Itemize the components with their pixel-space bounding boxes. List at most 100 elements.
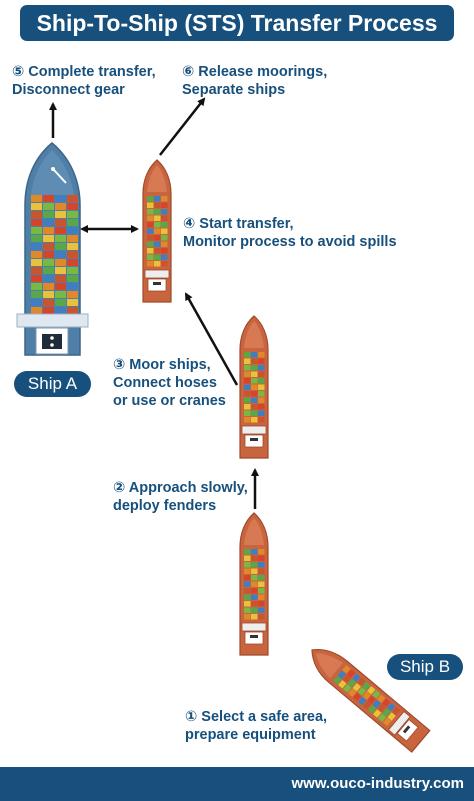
container [147,215,154,221]
container [244,555,251,561]
ship-b-step1 [311,649,431,753]
step-1-line2: prepare equipment [185,727,316,743]
arrow-step6 [159,97,206,156]
container [258,352,265,358]
container [55,291,66,298]
container [161,196,168,202]
container [244,594,251,600]
container [352,682,361,692]
step-4-line2: Monitor process to avoid spills [183,234,397,250]
container [31,211,42,218]
container [55,235,66,242]
container [244,601,251,607]
ship-b-bow [147,165,167,192]
container [147,222,154,228]
container [43,251,54,258]
container [161,228,168,234]
container [251,594,258,600]
container [161,235,168,241]
step-6-label: ⑥ Release moorings, Separate ships [182,63,327,99]
container [348,688,357,697]
ship-b-bow [244,321,264,348]
container [154,235,161,241]
container [161,248,168,254]
step-2-line1: ② Approach slowly, [113,480,248,496]
container [251,410,258,416]
container [154,209,161,215]
container [357,677,366,687]
ship-b-step2 [239,512,269,656]
container [31,267,42,274]
step-2-line2: deploy fenders [113,498,217,514]
ship-b-bridge [144,269,170,279]
step-2-label: ② Approach slowly, deploy fenders [113,479,248,515]
container [43,235,54,242]
container [147,196,154,202]
container [55,219,66,226]
container [258,384,265,390]
container [161,261,168,267]
container [43,243,54,250]
container [55,203,66,210]
container [258,581,265,587]
container [244,404,251,410]
step-5-label: ⑤ Complete transfer, Disconnect gear [12,63,156,99]
container [372,690,381,699]
container [342,665,351,674]
container [347,669,356,678]
container [251,358,258,364]
container [258,371,265,377]
ship-b-bridge [387,710,411,736]
container [154,202,161,208]
container [357,687,366,696]
container [258,588,265,594]
container [258,417,265,423]
container [258,562,265,568]
step-4-line1: ④ Start transfer, [183,216,294,232]
ship-a [16,142,89,356]
container [147,261,154,267]
ship-b-bridge [241,622,267,632]
container [55,307,66,314]
container [382,717,392,727]
container [147,254,154,260]
ship-b-step3 [239,315,269,459]
container [67,195,78,202]
container [31,307,42,314]
container [147,248,154,254]
container [244,588,251,594]
container [154,261,161,267]
container [244,614,251,620]
ship-b-window [402,725,411,734]
container [244,549,251,555]
container [251,391,258,397]
step-1-label: ① Select a safe area, prepare equipment [185,708,327,744]
container [67,307,78,314]
container [251,588,258,594]
ship-b-step4 [142,159,172,303]
container [251,371,258,377]
container [382,708,391,717]
step-1-line1: ① Select a safe area, [185,709,328,725]
container [67,259,78,266]
container [377,694,386,703]
container [55,259,66,266]
container [67,203,78,210]
container [251,365,258,371]
container [161,241,168,247]
container [55,227,66,234]
ship-b-window [250,635,258,638]
container [244,391,251,397]
container [147,202,154,208]
container [161,202,168,208]
container [372,709,382,718]
container [244,365,251,371]
container [31,299,42,306]
container [31,195,42,202]
container [31,227,42,234]
container [362,681,371,691]
container [55,299,66,306]
container [258,365,265,371]
container [244,417,251,423]
container [363,700,372,710]
